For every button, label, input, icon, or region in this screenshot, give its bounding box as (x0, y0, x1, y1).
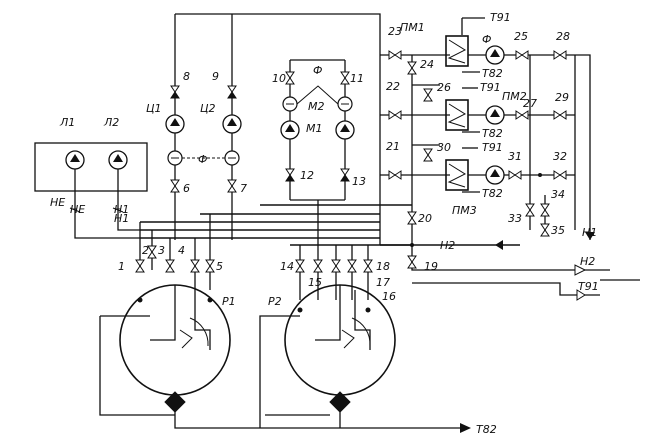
label-t82-c: T82 (482, 187, 503, 200)
label-l1: Л1 (59, 116, 75, 129)
label-v12: 12 (300, 169, 314, 182)
label-v14: 14 (280, 260, 294, 273)
label-v3: 3 (158, 244, 165, 257)
label-f-pm1: Ф (482, 33, 491, 46)
label-v35: 35 (551, 224, 565, 237)
label-v28: 28 (556, 30, 570, 43)
label-v2: 2 (142, 244, 149, 257)
label-l2: Л2 (103, 116, 119, 129)
label-v11: 11 (350, 72, 364, 85)
label-t91-b: T91 (480, 81, 501, 94)
label-v27: 27 (523, 97, 537, 110)
label-v7: 7 (240, 182, 247, 195)
label-v16: 16 (382, 290, 396, 303)
label-n2-mid: Н2 (440, 239, 455, 252)
label-pm2: ПМ2 (502, 90, 527, 103)
label-ne-lead: НЕ (70, 203, 85, 216)
label-v5: 5 (216, 260, 223, 273)
label-v33: 33 (508, 212, 522, 225)
label-v34: 34 (551, 188, 565, 201)
label-v8: 8 (183, 70, 190, 83)
label-n2-right: Н2 (580, 255, 595, 268)
label-v17: 17 (376, 276, 390, 289)
label-r1: Р1 (222, 295, 236, 308)
label-v19: 19 (424, 260, 438, 273)
label-v22: 22 (386, 80, 400, 93)
label-v4: 4 (178, 244, 185, 257)
label-t82-b: T82 (482, 127, 503, 140)
l-pump-block (34, 142, 148, 192)
label-v6: 6 (183, 182, 190, 195)
label-pm3: ПМ3 (452, 204, 477, 217)
label-f-c: Ф (198, 153, 207, 166)
top-header-line (175, 13, 381, 245)
label-m2: М2 (308, 100, 325, 113)
label-v25: 25 (514, 30, 528, 43)
label-v13: 13 (352, 175, 366, 188)
label-v20: 20 (418, 212, 432, 225)
label-v15: 15 (308, 276, 322, 289)
label-c1: Ц1 (146, 102, 162, 115)
label-t91-right: T91 (578, 280, 599, 293)
label-v1: 1 (118, 260, 125, 273)
label-v26: 26 (437, 81, 451, 94)
label-v32: 32 (553, 150, 567, 163)
label-v30: 30 (437, 141, 451, 154)
label-v9: 9 (212, 70, 219, 83)
label-v10: 10 (272, 72, 286, 85)
label-v21: 21 (386, 140, 400, 153)
label-m1: М1 (306, 122, 323, 135)
label-c2: Ц2 (200, 102, 216, 115)
label-f-m: Ф (313, 64, 322, 77)
label-v18: 18 (376, 260, 390, 273)
label-r2: Р2 (268, 295, 282, 308)
label-n1-left: Н1 (114, 203, 129, 216)
label-pm1: ПМ1 (400, 21, 425, 34)
heat-exchanger-pm1 (445, 35, 469, 67)
label-n1-right: Н1 (582, 226, 597, 239)
label-v24: 24 (420, 58, 434, 71)
label-ne: НЕ (50, 196, 65, 209)
label-v31: 31 (508, 150, 522, 163)
label-t82-a: T82 (482, 67, 503, 80)
label-t91-c: T91 (482, 141, 503, 154)
label-v29: 29 (555, 91, 569, 104)
label-t91-top: T91 (490, 11, 511, 24)
label-t82-bottom: T82 (476, 423, 497, 436)
label-n1-lead: Н1 (114, 212, 129, 225)
label-v23: 23 (388, 25, 402, 38)
